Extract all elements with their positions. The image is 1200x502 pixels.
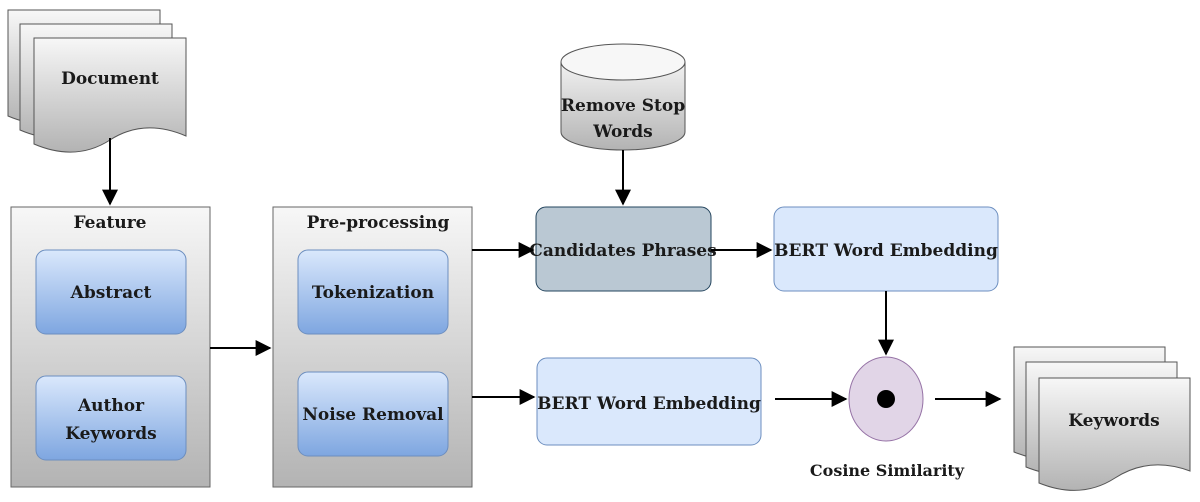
abstract-box <box>35 249 187 335</box>
author-keywords-line1: Author <box>77 396 145 416</box>
stopwords-label-line1: Remove Stop <box>561 96 685 116</box>
keywords-node: Keywords <box>1013 346 1191 491</box>
document-label: Document <box>61 69 159 89</box>
abstract-label: Abstract <box>70 283 152 303</box>
dot-product-icon <box>877 390 895 408</box>
document-node: Document <box>7 9 187 153</box>
bert-embedding-top-label: BERT Word Embedding <box>774 241 998 261</box>
feature-group: Feature Abstract Author Keywords <box>10 206 211 488</box>
keywords-label: Keywords <box>1068 411 1159 431</box>
stopwords-label-line2: Words <box>592 122 652 142</box>
author-keywords-line2: Keywords <box>65 424 156 444</box>
noise-removal-box <box>297 371 449 457</box>
cosine-similarity-node: Cosine Similarity <box>810 356 965 480</box>
preprocessing-title: Pre-processing <box>307 213 450 233</box>
bert-embedding-bottom-node: BERT Word Embedding <box>536 357 762 446</box>
bert-embedding-bottom-label: BERT Word Embedding <box>537 394 761 414</box>
stopwords-database: Remove Stop Words <box>560 43 686 151</box>
author-keywords-box <box>35 375 187 461</box>
tokenization-label: Tokenization <box>312 283 434 303</box>
candidates-phrases-node: Candidates Phrases <box>529 206 717 292</box>
bert-embedding-top-node: BERT Word Embedding <box>773 206 999 292</box>
connectors <box>102 138 1002 407</box>
tokenization-box <box>297 249 449 335</box>
noise-removal-label: Noise Removal <box>302 405 444 425</box>
cosine-similarity-label: Cosine Similarity <box>810 461 965 480</box>
preprocessing-group: Pre-processing Tokenization Noise Remova… <box>272 206 473 488</box>
feature-title: Feature <box>74 213 147 233</box>
candidates-phrases-label: Candidates Phrases <box>529 241 716 261</box>
